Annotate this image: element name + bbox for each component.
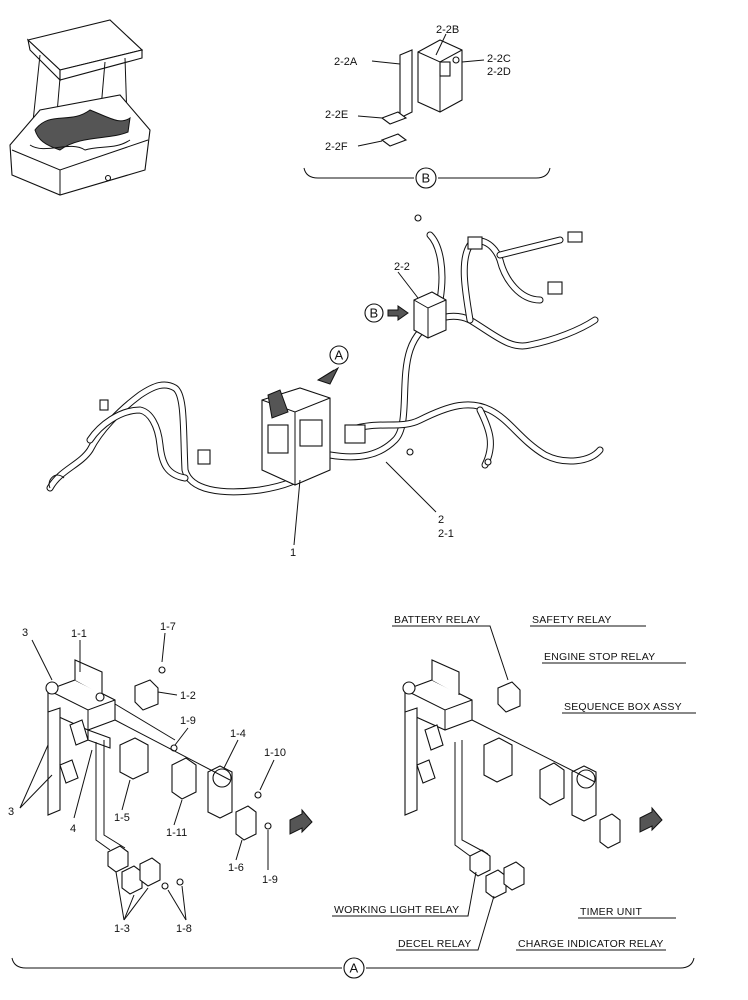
label-1-6: 1-6 — [228, 862, 244, 874]
label-engine-stop-relay: ENGINE STOP RELAY — [544, 651, 655, 663]
marker-a-circle-bottom — [343, 957, 365, 979]
label-working-light-relay: WORKING LIGHT RELAY — [334, 904, 459, 916]
label-4: 4 — [70, 823, 76, 835]
label-1-2: 1-2 — [180, 690, 196, 702]
machine-thumbnail — [9, 19, 151, 196]
label-2-2c: 2-2C — [487, 53, 511, 65]
label-2-1: 2-1 — [438, 528, 454, 540]
wiring-harness: 2-2 2 2-1 1 A B — [46, 214, 604, 559]
label-2-2e: 2-2E — [325, 109, 348, 121]
label-1-9-lower: 1-9 — [262, 874, 278, 886]
label-1-10: 1-10 — [264, 747, 286, 759]
marker-b-letter-main: B — [370, 306, 379, 321]
marker-b-circle-main — [364, 303, 384, 323]
label-1-5: 1-5 — [114, 812, 130, 824]
label-1: 1 — [290, 547, 296, 559]
bracket-a: A — [11, 957, 695, 979]
marker-a-letter-bottom: A — [350, 961, 359, 976]
arrow-a-right-icon — [639, 806, 663, 833]
label-1-3: 1-3 — [114, 923, 130, 935]
marker-b-circle — [415, 167, 437, 189]
label-3-lower: 3 — [8, 806, 14, 818]
label-decel-relay: DECEL RELAY — [398, 938, 471, 950]
label-battery-relay: BATTERY RELAY — [394, 614, 480, 626]
label-2-2f: 2-2F — [325, 141, 348, 153]
label-sequence-box-assy: SEQUENCE BOX ASSY — [564, 701, 682, 713]
label-2-2a: 2-2A — [334, 56, 358, 68]
label-1-8: 1-8 — [176, 923, 192, 935]
marker-a-circle-main — [329, 345, 349, 365]
detail-a-named: BATTERY RELAY SAFETY RELAY ENGINE STOP R… — [332, 614, 696, 951]
label-charge-indicator-relay: CHARGE INDICATOR RELAY — [518, 938, 664, 950]
arrow-a-icon — [289, 808, 313, 835]
part-2-2-sequence-box — [413, 291, 447, 339]
label-1-11: 1-11 — [166, 827, 187, 839]
detail-a-numbered: 1-1 1-7 3 1-2 1-9 1-4 1-10 3 4 1-5 1-11 … — [8, 621, 313, 935]
label-3-top: 3 — [22, 627, 28, 639]
label-1-1: 1-1 — [71, 628, 87, 640]
marker-a-letter-main: A — [335, 348, 344, 363]
label-2-2b: 2-2B — [436, 24, 459, 36]
label-safety-relay: SAFETY RELAY — [532, 614, 612, 626]
label-timer-unit: TIMER UNIT — [580, 906, 642, 918]
label-1-4: 1-4 — [230, 728, 246, 740]
part-2-2a — [399, 49, 413, 119]
label-2: 2 — [438, 514, 444, 526]
detail-b: 2-2A 2-2B 2-2C 2-2D 2-2E 2-2F B — [303, 24, 551, 189]
label-1-9-upper: 1-9 — [180, 715, 196, 727]
marker-b-letter: B — [422, 171, 431, 186]
arrow-b-icon — [387, 305, 409, 321]
label-2-2: 2-2 — [394, 261, 410, 273]
label-2-2d: 2-2D — [487, 66, 511, 78]
label-1-7: 1-7 — [160, 621, 176, 633]
